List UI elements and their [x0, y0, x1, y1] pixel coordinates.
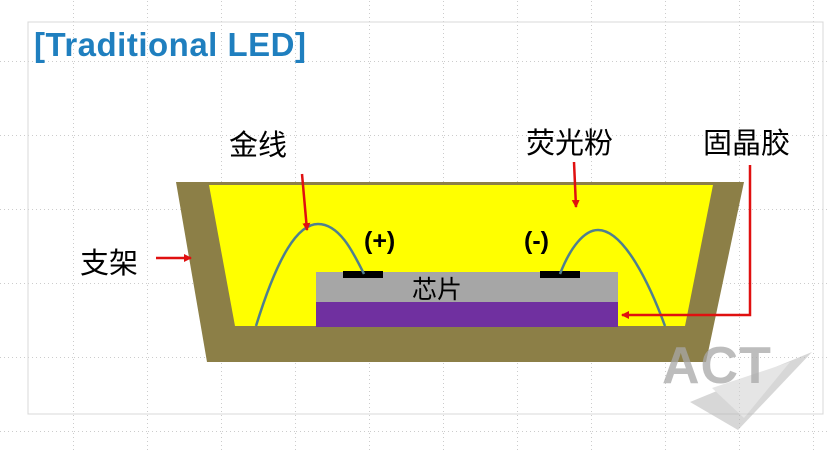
label-phosphor: 荧光粉 — [526, 126, 614, 160]
watermark-logo-shape — [690, 352, 812, 430]
arrow-die-attach — [621, 165, 752, 319]
page-title: [Traditional LED] — [34, 26, 307, 63]
slide-frame — [27, 21, 824, 415]
gold-wire-right — [558, 228, 667, 327]
arrow-gold-wire — [300, 173, 311, 231]
die-attach-layer — [316, 301, 618, 327]
label-positive: (+) — [364, 227, 396, 255]
label-chip: 芯片 — [412, 275, 463, 304]
arrow-phosphor — [571, 161, 580, 208]
watermark-text: ACT — [662, 337, 772, 395]
label-negative: (-) — [524, 227, 549, 255]
gold-wire-left — [254, 222, 366, 327]
label-gold-wire: 金线 — [229, 128, 288, 162]
label-bracket: 支架 — [80, 246, 139, 280]
negative-electrode — [540, 271, 580, 278]
label-die-attach: 固晶胶 — [703, 126, 791, 160]
